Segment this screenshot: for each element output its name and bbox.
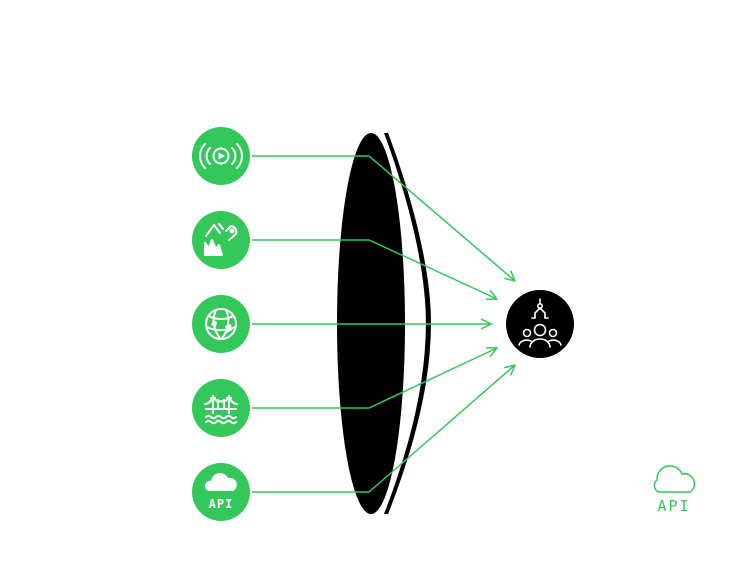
broadcast-play-icon bbox=[199, 143, 243, 169]
api-cloud-icon: API bbox=[204, 473, 237, 511]
connection-line bbox=[252, 155, 515, 281]
connection-line bbox=[252, 348, 497, 409]
api-corner-label: API bbox=[657, 497, 690, 515]
api-source-label: API bbox=[209, 497, 234, 511]
globe-icon bbox=[205, 308, 237, 340]
robot-with-people-icon bbox=[518, 298, 562, 348]
bridge-icon bbox=[204, 395, 238, 425]
api-corner-logo: API bbox=[653, 465, 696, 515]
connection-line bbox=[252, 365, 515, 493]
crash-impact-icon bbox=[204, 223, 238, 256]
cloud-outline-icon bbox=[653, 465, 696, 493]
source-node-events bbox=[192, 211, 250, 269]
source-node-integration bbox=[192, 379, 250, 437]
target-node bbox=[506, 290, 574, 358]
connection-line bbox=[252, 239, 497, 299]
source-node-web bbox=[192, 295, 250, 353]
connections bbox=[252, 155, 515, 493]
source-node-streaming bbox=[192, 127, 250, 185]
source-node-api: API bbox=[192, 463, 250, 521]
